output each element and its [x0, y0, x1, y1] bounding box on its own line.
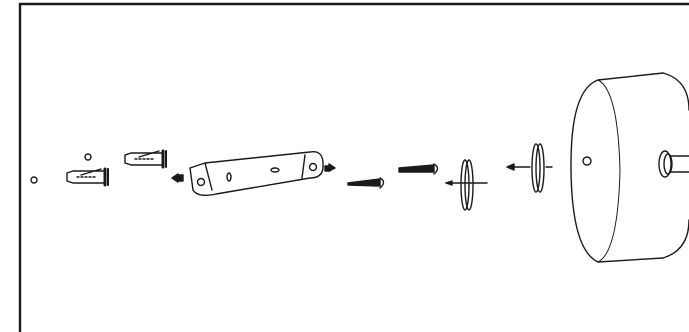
arrow-icon — [171, 173, 184, 183]
long-screw — [347, 177, 385, 189]
long-screw-2 — [398, 163, 439, 175]
mounting-bracket — [189, 151, 324, 197]
arrow-icon-2 — [324, 163, 336, 172]
frame — [18, 2, 689, 332]
round-cover-cap — [570, 72, 689, 263]
wall-hole — [30, 176, 38, 184]
wall-anchor — [66, 153, 109, 187]
washer-clip — [445, 159, 488, 211]
wall-anchor-2 — [124, 149, 167, 169]
washer-clip-2 — [506, 143, 553, 193]
